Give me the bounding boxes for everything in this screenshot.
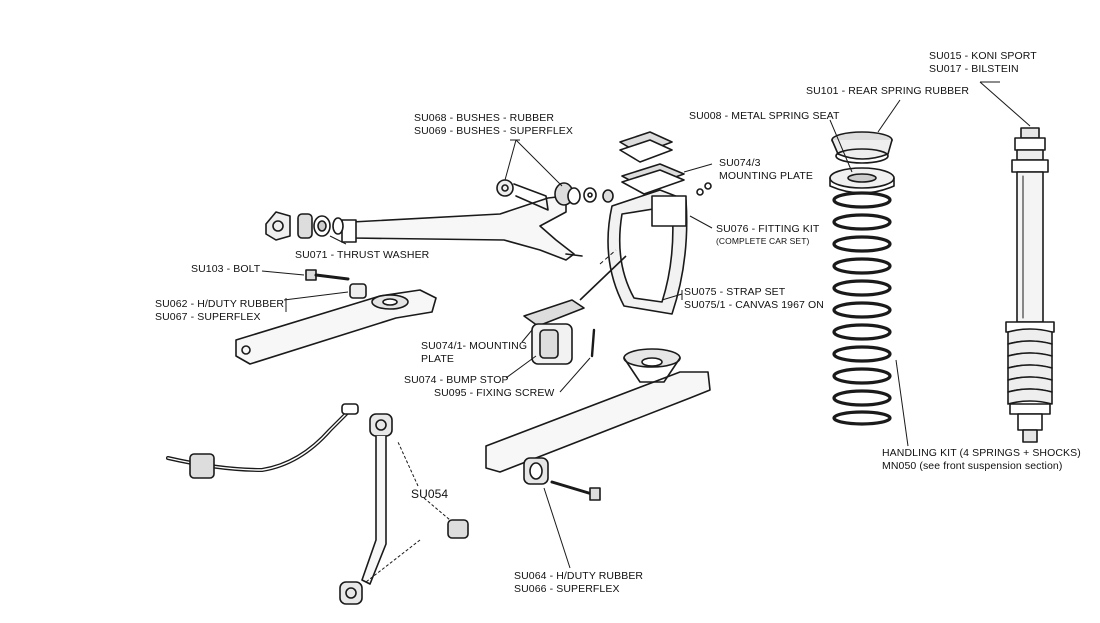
label-su075-strap: SU075 - STRAP SET bbox=[684, 286, 786, 298]
label-su071: SU071 - THRUST WASHER bbox=[295, 249, 430, 261]
label-su095: SU095 - FIXING SCREW bbox=[434, 387, 555, 399]
label-su017: SU017 - BILSTEIN bbox=[929, 63, 1019, 75]
label-su008: SU008 - METAL SPRING SEAT bbox=[689, 110, 840, 122]
label-su015: SU015 - KONI SPORT bbox=[929, 50, 1037, 62]
label-su064: SU064 - H/DUTY RUBBER bbox=[514, 570, 644, 582]
label-su076: SU076 - FITTING KIT (COMPLETE CAR SET) bbox=[716, 223, 819, 247]
label-handling-kit-title: HANDLING KIT (4 SPRINGS + SHOCKS) bbox=[882, 447, 1081, 459]
check-strap bbox=[607, 182, 712, 315]
label-su064-su066: SU064 - H/DUTY RUBBER SU066 - SUPERFLEX bbox=[514, 570, 643, 596]
label-su074-3-desc: MOUNTING PLATE bbox=[719, 170, 813, 182]
bolt-su103 bbox=[305, 269, 350, 281]
label-su074-1-desc: PLATE bbox=[421, 353, 454, 365]
label-su074-3: SU074/3 MOUNTING PLATE bbox=[719, 157, 813, 183]
label-su062-su067: SU062 - H/DUTY RUBBER SU067 - SUPERFLEX bbox=[155, 298, 284, 324]
label-su075-1-canvas: SU075/1 - CANVAS 1967 ON bbox=[684, 299, 824, 311]
coil-spring bbox=[832, 191, 892, 426]
label-su068: SU068 - BUSHES - RUBBER bbox=[414, 112, 555, 124]
label-su076-title: SU076 - FITTING KIT bbox=[716, 223, 820, 235]
label-su054: SU054 bbox=[411, 487, 449, 501]
label-su015-su017: SU015 - KONI SPORT SU017 - BILSTEIN bbox=[929, 50, 1037, 76]
label-su068-su069: SU068 - BUSHES - RUBBER SU069 - BUSHES -… bbox=[414, 112, 573, 138]
lower-trailing-arm bbox=[485, 348, 711, 473]
upper-bushes bbox=[554, 182, 614, 206]
label-su076-note: (COMPLETE CAR SET) bbox=[716, 236, 810, 246]
label-su103: SU103 - BOLT bbox=[191, 263, 261, 275]
label-su074: SU074 - BUMP STOP bbox=[404, 374, 509, 386]
drop-link bbox=[339, 413, 469, 605]
label-handling-kit: HANDLING KIT (4 SPRINGS + SHOCKS) MN050 … bbox=[882, 447, 1081, 473]
lower-bush bbox=[523, 457, 601, 501]
label-su075: SU075 - STRAP SET SU075/1 - CANVAS 1967 … bbox=[684, 286, 824, 312]
anti-roll-bar bbox=[166, 403, 359, 479]
label-su062: SU062 - H/DUTY RUBBER bbox=[155, 298, 285, 310]
shock-absorber bbox=[1005, 127, 1055, 443]
label-su074-3-code: SU074/3 bbox=[719, 157, 761, 169]
label-su101: SU101 - REAR SPRING RUBBER bbox=[806, 85, 970, 97]
label-handling-kit-ref: MN050 (see front suspension section) bbox=[882, 460, 1063, 472]
label-su074-1: SU074/1- MOUNTING PLATE bbox=[421, 340, 527, 366]
upper-trailing-arm bbox=[235, 283, 437, 365]
label-su066: SU066 - SUPERFLEX bbox=[514, 583, 620, 595]
label-su067: SU067 - SUPERFLEX bbox=[155, 311, 261, 323]
mounting-plates bbox=[619, 131, 685, 195]
bump-stop bbox=[523, 299, 596, 365]
label-su074-1-code: SU074/1- MOUNTING bbox=[421, 340, 528, 352]
spring-rubber bbox=[831, 131, 893, 164]
upper-wishbone bbox=[341, 179, 583, 261]
thrust-washer-cluster bbox=[265, 211, 344, 241]
label-su069: SU069 - BUSHES - SUPERFLEX bbox=[414, 125, 573, 137]
leader-lines bbox=[261, 81, 1031, 583]
metal-spring-seat bbox=[829, 167, 895, 194]
